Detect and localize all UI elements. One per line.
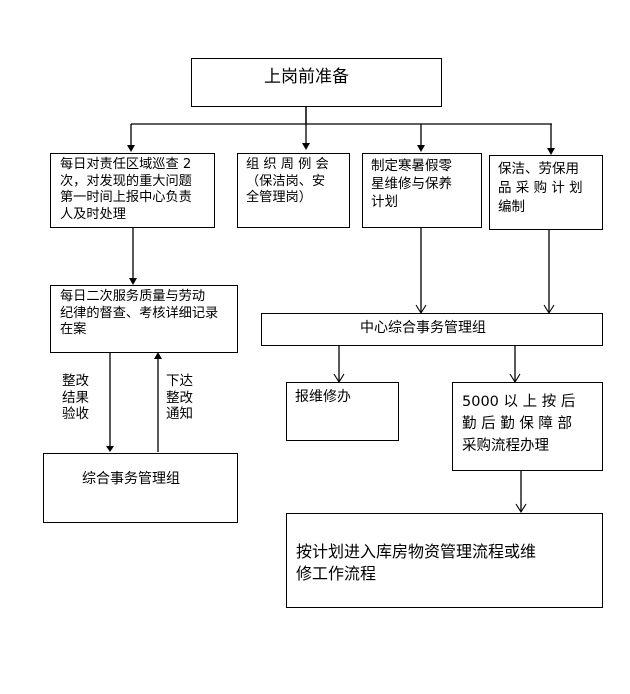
arrowhead-open — [515, 503, 527, 514]
arrowhead-filled — [547, 148, 555, 155]
arrowhead-filled — [129, 278, 137, 285]
edge-label-rectify-notice: 下达 整改 通知 — [166, 373, 193, 422]
edge-label-rectify-result: 整改 结果 验收 — [62, 373, 89, 422]
node-repair-office-text: 报维修办 — [295, 389, 351, 405]
node-maintenance-plan: 制定寒暑假零 星维修与保养 计划 — [362, 153, 482, 228]
node-maintenance-plan-text: 制定寒暑假零 星维修与保养 计划 — [371, 158, 452, 210]
node-weekly-meeting-text: 组 织 周 例 会 （保洁岗、安 全管理岗） — [246, 157, 329, 205]
node-logistics-purchase: 5000 以 上 按 后 勤 后 勤 保 障 部 采购流程办理 — [452, 382, 603, 471]
node-repair-office: 报维修办 — [286, 382, 399, 441]
node-admin-group-text: 综合事务管理组 — [82, 471, 180, 487]
node-center-admin-group-text: 中心综合事务管理组 — [360, 320, 486, 336]
node-weekly-meeting: 组 织 周 例 会 （保洁岗、安 全管理岗） — [237, 153, 350, 228]
node-admin-group: 综合事务管理组 — [43, 453, 238, 523]
node-supervision: 每日二次服务质量与劳动 纪律的督查、考核详细记录 在案 — [50, 285, 238, 353]
node-patrol: 每日对责任区域巡查 2 次，对发现的重大问题 第一时间上报中心负责 人及时处理 — [50, 153, 215, 228]
node-warehouse-process-text: 按计划进入库房物资管理流程或维 修工作流程 — [296, 542, 537, 583]
node-start-text: 上岗前准备 — [264, 67, 349, 87]
node-start: 上岗前准备 — [191, 58, 442, 107]
node-patrol-text: 每日对责任区域巡查 2 次，对发现的重大问题 第一时间上报中心负责 人及时处理 — [60, 157, 192, 222]
node-warehouse-process: 按计划进入库房物资管理流程或维 修工作流程 — [286, 513, 603, 608]
arrowhead-filled — [302, 143, 310, 150]
arrowhead-filled — [417, 145, 425, 152]
arrowhead-filled — [154, 352, 162, 359]
node-center-admin-group: 中心综合事务管理组 — [261, 313, 603, 346]
arrowhead-filled — [106, 446, 114, 452]
node-logistics-purchase-text: 5000 以 上 按 后 勤 后 勤 保 障 部 采购流程办理 — [462, 394, 576, 454]
node-supervision-text: 每日二次服务质量与劳动 纪律的督查、考核详细记录 在案 — [60, 289, 219, 337]
node-purchase-plan-text: 保洁、劳保用 品 采 购 计 划 编制 — [498, 161, 583, 215]
node-purchase-plan: 保洁、劳保用 品 采 购 计 划 编制 — [489, 155, 603, 230]
arrowhead-filled — [127, 145, 135, 152]
